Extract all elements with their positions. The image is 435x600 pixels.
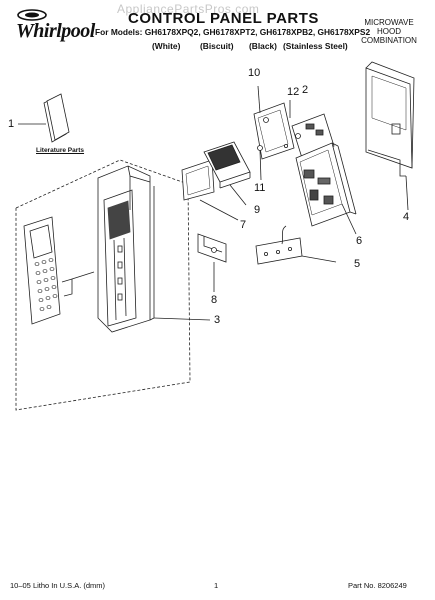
logo-swirl-icon: [17, 9, 47, 21]
literature-booklet: [18, 93, 70, 143]
footer-part-number: Part No. 8206249: [348, 581, 407, 590]
upper-control-board: [253, 85, 295, 160]
callout-10: 10: [248, 67, 261, 79]
electronic-control-board: [295, 142, 357, 235]
callout-1: 1: [8, 118, 15, 130]
appliance-type-line2: HOOD: [377, 27, 401, 36]
callout-12: 12: [287, 86, 300, 98]
footer-page-number: 1: [214, 581, 219, 590]
keypad-membrane: [23, 216, 95, 325]
callout-2: 2: [302, 84, 309, 96]
callout-5: 5: [354, 258, 361, 270]
callout-8: 8: [211, 294, 218, 306]
appliance-type-line3: COMBINATION: [361, 36, 417, 45]
appliance-type-line1: MICROWAVE: [364, 18, 414, 27]
callout-11: 11: [254, 182, 266, 194]
literature-parts-label: Literature Parts: [36, 147, 85, 154]
color-white: (White): [152, 41, 181, 51]
callout-9: 9: [254, 204, 261, 216]
color-black: (Black): [249, 41, 277, 51]
watermark: AppliancePartsPros.com: [117, 2, 260, 16]
models-line: For Models: GH6178XPQ2, GH6178XPT2, GH61…: [95, 27, 371, 37]
callout-4: 4: [403, 211, 410, 223]
exploded-view-frame: [15, 159, 191, 411]
brand-name: Whirlpool: [16, 20, 95, 42]
harness-bracket: [255, 225, 337, 265]
page-title: CONTROL PANEL PARTS: [128, 10, 319, 27]
appliance-type: MICROWAVE HOOD COMBINATION: [348, 18, 430, 45]
display-bracket: [203, 141, 251, 206]
control-panel-housing: [97, 165, 155, 333]
callout-6: 6: [356, 235, 363, 247]
color-biscuit: (Biscuit): [200, 41, 234, 51]
color-stainless: (Stainless Steel): [283, 41, 348, 51]
whirlpool-logo: Whirlpool: [10, 6, 95, 42]
callout-3: 3: [214, 314, 221, 326]
footer-litho: 10–05 Litho In U.S.A. (dmm): [10, 581, 106, 590]
callout-7: 7: [240, 219, 247, 231]
mounting-bracket: [197, 233, 227, 292]
control-panel-frame: [365, 61, 415, 211]
display-window: [181, 159, 215, 201]
